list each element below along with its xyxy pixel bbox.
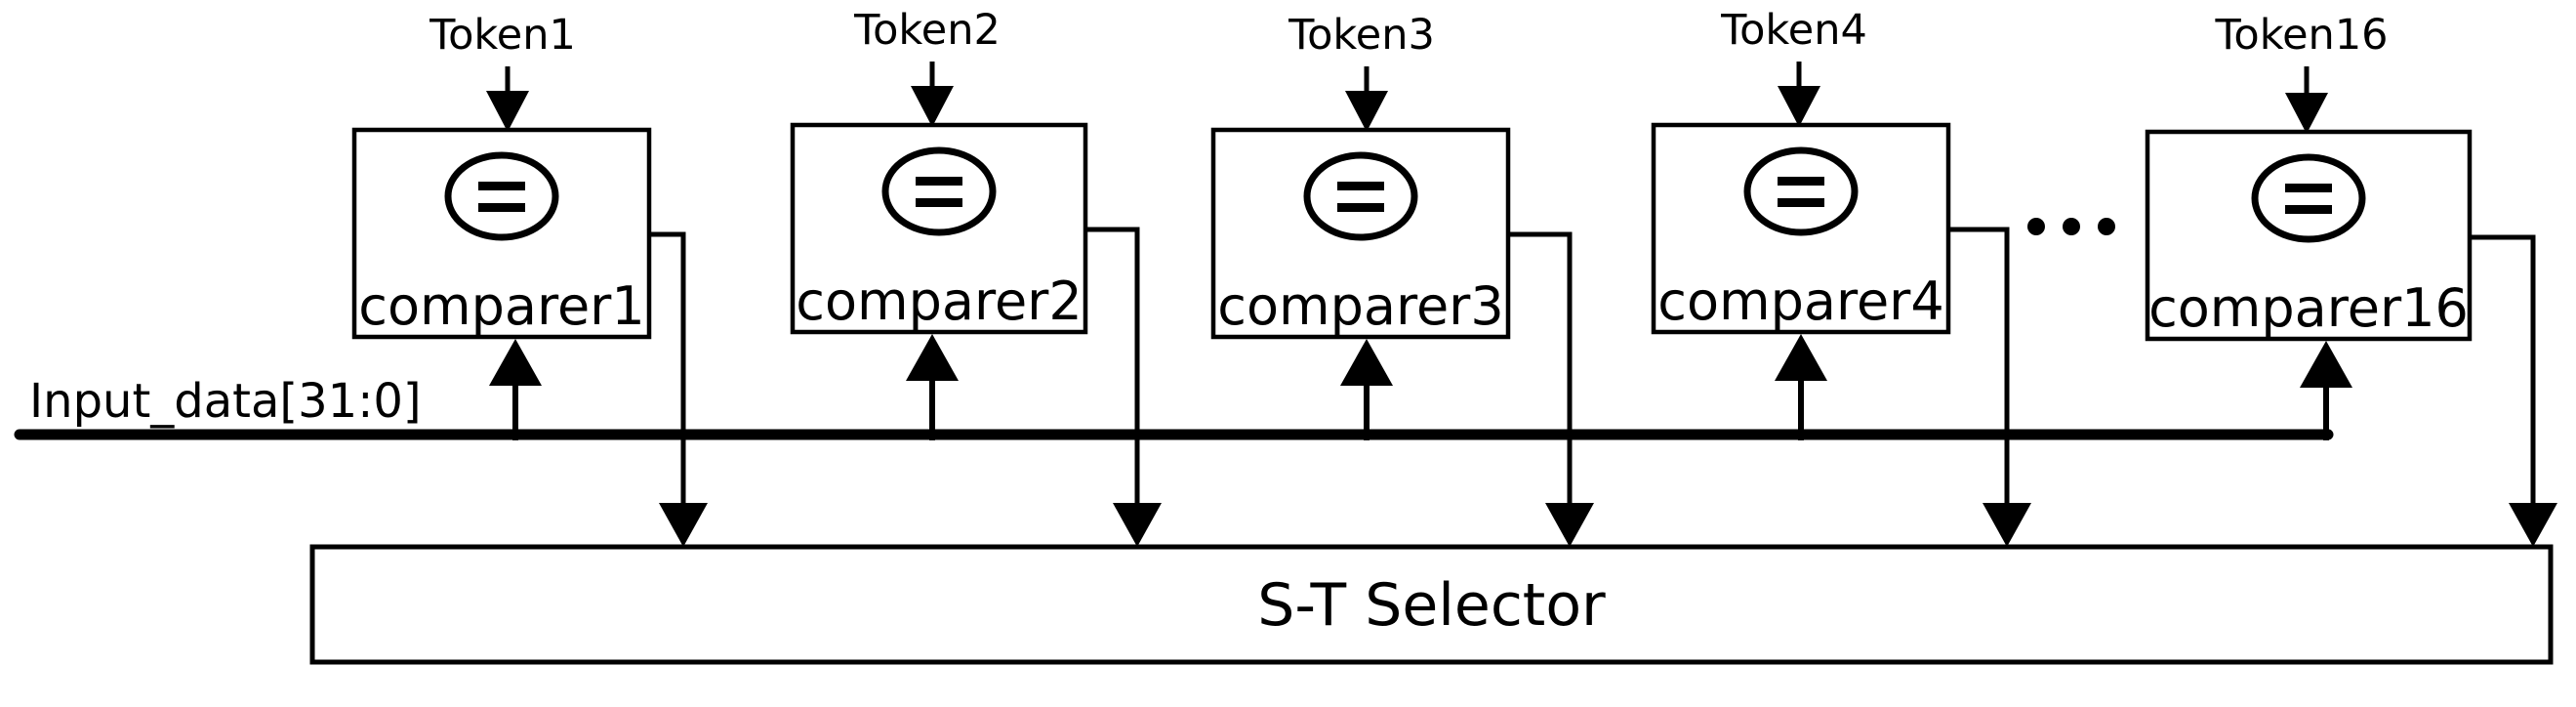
token-arrow-head-5 <box>2285 93 2328 134</box>
output-arrow-head-3 <box>1545 503 1594 547</box>
equals-ellipse-5 <box>2251 153 2366 243</box>
equals-bar-bottom-5 <box>2285 205 2332 214</box>
output-wire-path-5 <box>2470 234 2536 516</box>
output-wire-2 <box>1085 227 1162 547</box>
output-wire-3 <box>1508 231 1594 547</box>
token-arrow-head-2 <box>911 86 954 127</box>
equals-bar-top-3 <box>1337 182 1384 190</box>
output-wire-path-3 <box>1508 231 1573 516</box>
comparer-label-5: comparer16 <box>2148 277 2469 339</box>
equals-bar-top-4 <box>1778 177 1824 186</box>
output-arrow-head-1 <box>659 503 708 547</box>
token-arrow-head-4 <box>1778 86 1820 127</box>
token-arrow-head-1 <box>486 91 529 132</box>
output-arrow-head-4 <box>1983 503 2031 547</box>
comparer-label-1: comparer1 <box>358 275 645 337</box>
output-arrow-head-2 <box>1113 503 1162 547</box>
token-label-4: Token4 <box>1720 6 1867 55</box>
equals-bar-bottom-3 <box>1337 203 1384 212</box>
ellipsis-dot-3 <box>2098 218 2115 235</box>
token-label-5: Token16 <box>2214 11 2388 60</box>
equals-bar-bottom-4 <box>1778 198 1824 207</box>
output-wire-path-2 <box>1085 227 1140 516</box>
output-wire-path-1 <box>649 231 686 516</box>
comparer-block-3[interactable]: comparer3 <box>1210 127 1511 340</box>
token-label-2: Token2 <box>853 6 1001 55</box>
ellipsis-dot-1 <box>2027 218 2045 235</box>
equals-ellipse-1 <box>444 151 559 241</box>
comparer-block-1[interactable]: comparer1 <box>351 127 652 340</box>
comparer-block-2[interactable]: comparer2 <box>790 122 1088 335</box>
equals-ellipse-2 <box>881 146 997 236</box>
st-selector-label: S-T Selector <box>1257 571 1606 640</box>
output-wire-5 <box>2470 234 2557 547</box>
token-arrow-head-3 <box>1345 91 1388 132</box>
comparer-label-2: comparer2 <box>796 270 1083 332</box>
equals-bar-top-2 <box>916 177 962 186</box>
bus-tap-arrow-head-2 <box>906 334 959 381</box>
equals-ellipse-4 <box>1743 146 1859 236</box>
equals-bar-bottom-2 <box>916 198 962 207</box>
equals-bar-top-1 <box>478 182 525 190</box>
output-arrow-head-5 <box>2509 503 2557 547</box>
comparer-label-3: comparer3 <box>1217 275 1504 337</box>
bus-tap-arrow-head-5 <box>2300 341 2352 388</box>
equals-bar-bottom-1 <box>478 203 525 212</box>
output-wire-4 <box>1948 227 2031 547</box>
bus-tap-arrow-head-3 <box>1340 339 1393 386</box>
bus-tap-arrow-head-1 <box>489 339 542 386</box>
token-label-3: Token3 <box>1288 11 1435 60</box>
output-wire-1 <box>649 231 708 547</box>
bus-tap-arrow-head-4 <box>1775 334 1827 381</box>
input-data-bus-label: Input_data[31:0] <box>29 374 422 429</box>
equals-bar-top-5 <box>2285 184 2332 192</box>
token-label-1: Token1 <box>429 11 576 60</box>
comparer-block-5[interactable]: comparer16 <box>2145 129 2473 342</box>
ellipsis-dot-2 <box>2063 218 2080 235</box>
equals-ellipse-3 <box>1303 151 1418 241</box>
output-wire-path-4 <box>1948 227 2010 516</box>
st-selector-box[interactable] <box>309 544 2554 665</box>
comparer-label-4: comparer4 <box>1657 270 1944 332</box>
comparer-block-4[interactable]: comparer4 <box>1651 122 1951 335</box>
